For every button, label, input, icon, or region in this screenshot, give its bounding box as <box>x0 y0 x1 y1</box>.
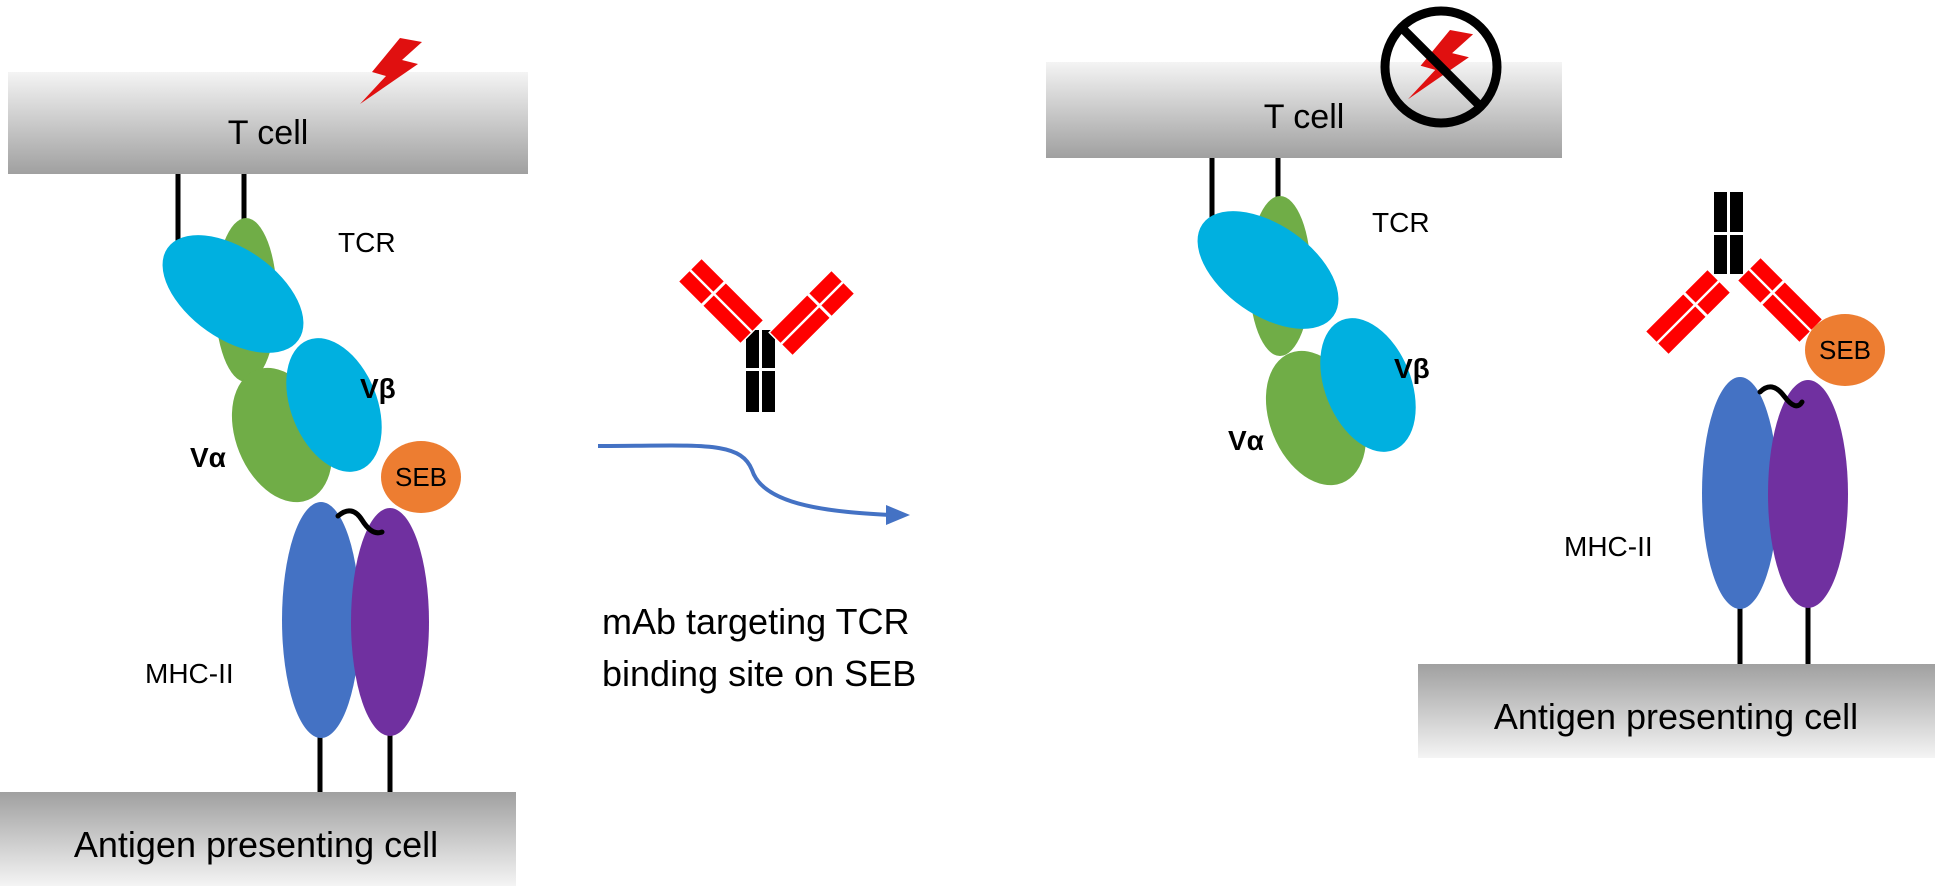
v-beta-label: Vβ <box>360 373 396 404</box>
middle-panel: mAb targeting TCR binding site on SEB <box>597 257 916 694</box>
tcr-label-right: TCR <box>1372 207 1430 238</box>
tcr-v-beta-domain <box>286 338 382 472</box>
seb-label-right: SEB <box>1819 335 1871 365</box>
v-beta-label-right: Vβ <box>1394 353 1430 384</box>
t-cell-membrane: T cell <box>8 72 528 174</box>
caption-line-2: binding site on SEB <box>602 653 916 694</box>
t-cell-membrane-right: T cell <box>1046 62 1562 158</box>
apc-label: Antigen presenting cell <box>74 824 438 865</box>
no-signal-icon <box>1380 6 1502 128</box>
mhc-ii-label-right: MHC-II <box>1564 531 1653 562</box>
v-alpha-label-right: Vα <box>1228 425 1264 456</box>
mhc-ii-beta-chain <box>351 508 429 736</box>
seb-toxin-right <box>1805 314 1885 386</box>
bound-antibody <box>1644 192 1824 356</box>
tcr-label: TCR <box>338 227 396 258</box>
t-cell-label-right: T cell <box>1264 98 1345 136</box>
v-alpha-label: Vα <box>190 442 226 473</box>
mhc-ii-label: MHC-II <box>145 658 234 689</box>
tcr-beta-constant-domain-right <box>1197 211 1339 329</box>
apc-membrane-right: Antigen presenting cell <box>1418 664 1935 758</box>
tcr-beta-constant-domain <box>162 235 304 353</box>
apc-label-right: Antigen presenting cell <box>1494 696 1858 737</box>
seb-label: SEB <box>395 462 447 492</box>
peptide-linker <box>335 508 385 536</box>
transition-arrow <box>597 443 910 525</box>
caption-line-1: mAb targeting TCR <box>602 601 909 642</box>
right-panel: T cell TCR Vβ Vα SEB <box>1046 6 1935 758</box>
t-cell-label: T cell <box>228 114 309 152</box>
mhc-ii-beta-chain-right <box>1768 380 1848 608</box>
apc-membrane: Antigen presenting cell <box>0 792 516 886</box>
seb-toxin <box>381 441 461 513</box>
mhc-ii-alpha-chain-right <box>1702 377 1778 609</box>
mhc-ii-alpha-chain <box>282 502 360 738</box>
peptide-linker-right <box>1757 384 1805 409</box>
tcr-v-beta-domain-right <box>1320 318 1416 452</box>
left-panel: T cell TCR Vβ Vα MHC-II SEB Antigen p <box>0 38 528 886</box>
antibody-icon <box>677 257 856 412</box>
